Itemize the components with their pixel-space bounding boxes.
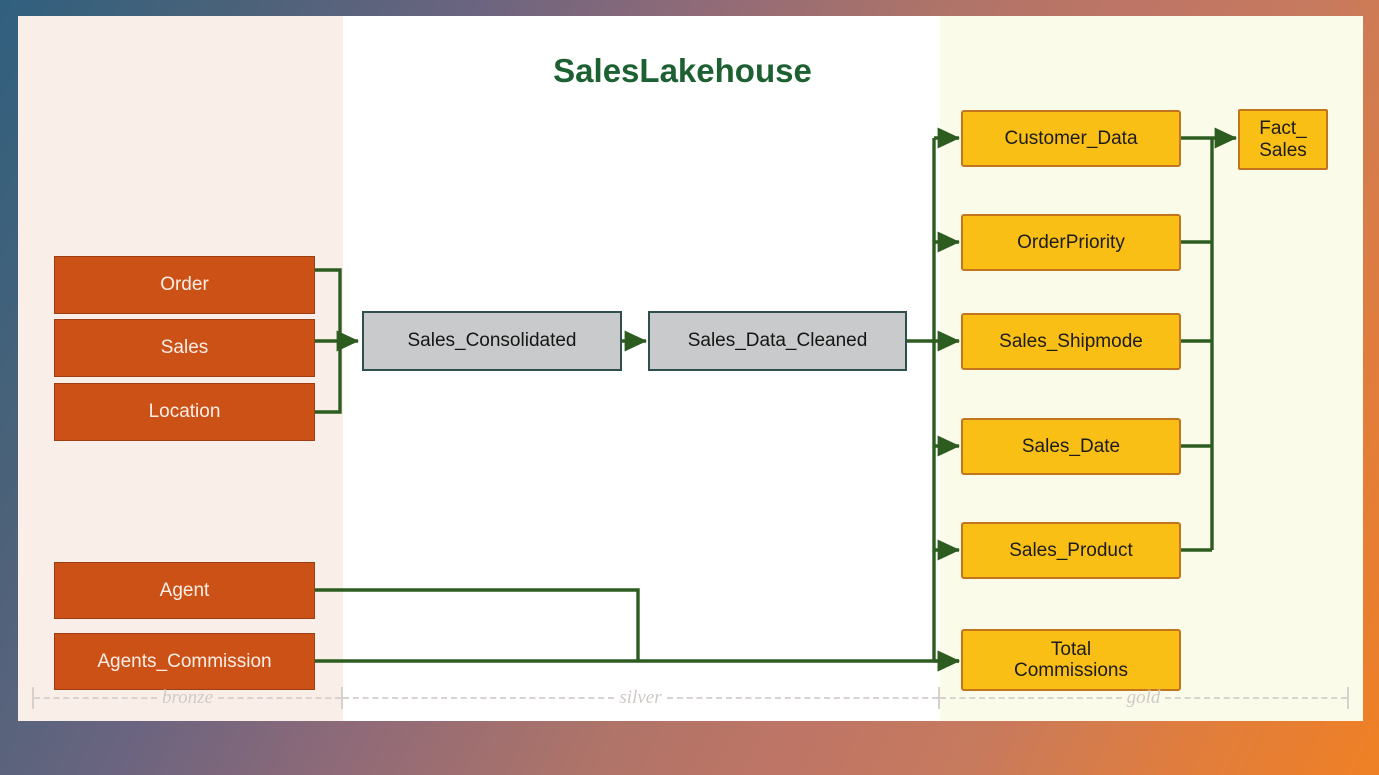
ruler-dash-right [666,697,938,699]
node-order[interactable]: Order [54,256,315,314]
node-agent-label: Agent [159,579,210,601]
node-total-commissions[interactable]: Total Commissions [961,629,1181,691]
node-sales-date[interactable]: Sales_Date [961,418,1181,475]
ruler-dash-left [34,697,157,699]
node-sales-date-label: Sales_Date [1021,435,1121,457]
zone-label-bronze: bronze [161,687,214,708]
ruler-cap-right [1347,687,1349,709]
ruler-cap-right [938,687,940,709]
node-sales-product-label: Sales_Product [1009,539,1133,561]
ruler-dash-right [1165,697,1347,699]
ruler-dash-left [940,697,1122,699]
ruler-cap-right [341,687,343,709]
node-sales-data-cleaned-label: Sales_Data_Cleaned [687,330,868,352]
ruler-dash-right [218,697,341,699]
ruler-cap-left [32,687,34,709]
node-fact-sales[interactable]: Fact_ Sales [1238,109,1328,170]
node-total-commissions-label-line2: Commissions [1013,660,1129,681]
zone-ruler-gold: gold [940,681,1349,715]
node-sales-label: Sales [160,337,209,359]
node-location-label: Location [148,401,221,423]
node-agent[interactable]: Agent [54,562,315,619]
lakehouse-diagram-canvas: SalesLakehouse [18,16,1363,721]
node-customer-data[interactable]: Customer_Data [961,110,1181,167]
zone-label-silver: silver [619,687,662,708]
node-customer-data-label: Customer_Data [1004,127,1138,149]
zone-label-gold: gold [1126,687,1161,708]
node-sales-consolidated-label: Sales_Consolidated [407,330,577,352]
page-title-text: SalesLakehouse [553,52,812,89]
zone-ruler-silver: silver [343,681,940,715]
node-agents-commission[interactable]: Agents_Commission [54,633,315,690]
node-sales-consolidated[interactable]: Sales_Consolidated [362,311,622,371]
ruler-dash-left [343,697,615,699]
node-fact-sales-label-line2: Sales [1259,139,1307,161]
node-sales-shipmode-label: Sales_Shipmode [999,330,1143,352]
node-sales-shipmode[interactable]: Sales_Shipmode [961,313,1181,370]
page-title: SalesLakehouse [18,52,1363,90]
node-orderpriority[interactable]: OrderPriority [961,214,1181,271]
node-sales-data-cleaned[interactable]: Sales_Data_Cleaned [648,311,907,371]
node-location[interactable]: Location [54,383,315,441]
node-sales-product[interactable]: Sales_Product [961,522,1181,579]
node-orderpriority-label: OrderPriority [1017,231,1125,253]
node-agents-commission-label: Agents_Commission [97,650,272,672]
node-order-label: Order [160,274,209,296]
node-total-commissions-label-line1: Total [1050,638,1092,660]
zone-ruler-bronze: bronze [32,681,343,715]
node-fact-sales-label-line1: Fact_ [1259,118,1307,140]
node-sales[interactable]: Sales [54,319,315,377]
